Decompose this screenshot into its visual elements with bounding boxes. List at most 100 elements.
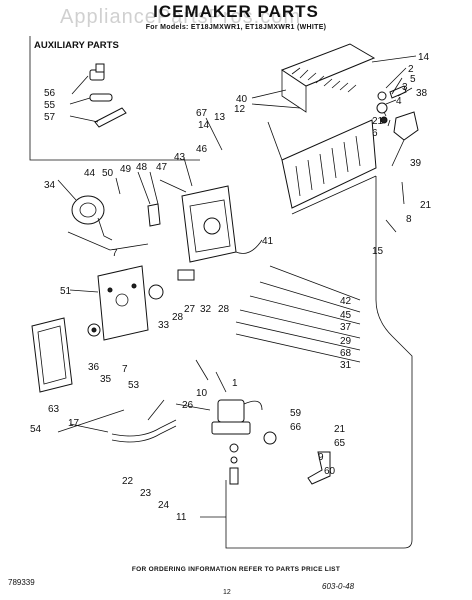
ice-mold-13 <box>281 119 377 209</box>
water-valve-10 <box>211 399 263 435</box>
callout-36: 36 <box>88 362 100 373</box>
leader-lines-left <box>57 75 211 433</box>
callout-12: 12 <box>234 104 246 115</box>
wire-route-7 <box>67 231 149 251</box>
callout-labels: 14 2 3 5 38 4 21 6 39 21 8 40 12 67 14 1… <box>30 52 432 523</box>
front-cover-54 <box>31 317 73 393</box>
callout-9: 9 <box>318 452 324 463</box>
callout-21c: 21 <box>334 424 346 435</box>
callout-65: 65 <box>334 438 346 449</box>
callout-46: 46 <box>196 144 208 155</box>
ordering-footer: FOR ORDERING INFORMATION REFER TO PARTS … <box>131 566 341 573</box>
callout-34: 34 <box>44 180 56 191</box>
callout-14a: 14 <box>418 52 430 63</box>
auxiliary-fitting-56 <box>89 63 105 81</box>
callout-33: 33 <box>158 320 170 331</box>
callout-1: 1 <box>232 378 238 389</box>
callout-57: 57 <box>44 112 56 123</box>
callout-59: 59 <box>290 408 302 419</box>
water-line-11 <box>225 176 413 549</box>
callout-39: 39 <box>410 158 422 169</box>
callout-37: 37 <box>340 322 352 333</box>
callout-14b: 14 <box>198 120 210 131</box>
callout-8: 8 <box>406 214 412 225</box>
mold-heater-15 <box>291 175 377 215</box>
callout-47: 47 <box>156 162 168 173</box>
callout-49: 49 <box>120 164 132 175</box>
fastener-cluster <box>376 85 407 124</box>
callout-29: 29 <box>340 336 352 347</box>
callout-48: 48 <box>136 162 148 173</box>
fitting-24 <box>229 467 239 485</box>
compression-nut-59 <box>263 431 277 445</box>
leader-lines-right <box>371 55 417 233</box>
gear-hub-35 <box>91 327 97 333</box>
handwritten-note: 603-0-48 <box>322 582 355 591</box>
auxiliary-tube-57 <box>94 107 127 128</box>
callout-15: 15 <box>372 246 384 257</box>
callout-42: 42 <box>340 296 352 307</box>
callout-11: 11 <box>176 512 187 523</box>
callout-63: 63 <box>48 404 60 415</box>
control-housing <box>181 185 263 263</box>
callout-32: 32 <box>200 304 212 315</box>
callout-31: 31 <box>340 360 352 371</box>
model-subtitle: For Models: ET18JMXWR1, ET18JMXWR1 (WHIT… <box>145 24 327 31</box>
callout-3: 3 <box>402 82 408 93</box>
callout-60: 60 <box>324 466 336 477</box>
leader-lines-center <box>195 89 361 393</box>
callout-28b: 28 <box>218 304 230 315</box>
callout-41: 41 <box>262 236 274 247</box>
bracket-48 <box>147 203 161 227</box>
fitting-22 <box>229 443 239 453</box>
callout-68: 68 <box>340 348 352 359</box>
auxiliary-parts-heading: AUXILIARY PARTS <box>34 40 119 51</box>
motor-34 <box>71 195 113 241</box>
callout-13: 13 <box>214 112 226 123</box>
callout-45: 45 <box>340 310 352 321</box>
ice-stripper-40 <box>280 43 376 113</box>
auxiliary-box-border <box>29 36 200 161</box>
switch-27 <box>177 269 195 281</box>
fitting-23 <box>230 456 238 464</box>
callout-56: 56 <box>44 88 56 99</box>
drawing-code: 789339 <box>8 578 35 587</box>
callout-44: 44 <box>84 168 96 179</box>
callout-2: 2 <box>408 64 414 75</box>
callout-40: 40 <box>236 94 248 105</box>
timing-cam-33 <box>148 284 164 300</box>
callout-21a: 21 <box>372 116 384 127</box>
callout-38: 38 <box>416 88 428 99</box>
callout-27: 27 <box>184 304 196 315</box>
callout-6: 6 <box>372 128 378 139</box>
diagram-title: ICEMAKER PARTS <box>153 2 319 21</box>
callout-7b: 7 <box>122 364 128 375</box>
callout-5: 5 <box>410 74 416 85</box>
callout-17: 17 <box>68 418 80 429</box>
page-number: 12 <box>223 589 231 596</box>
callout-21b: 21 <box>420 200 432 211</box>
callout-43: 43 <box>174 152 186 163</box>
callout-51: 51 <box>60 286 72 297</box>
callout-66: 66 <box>290 422 302 433</box>
callout-4: 4 <box>396 96 402 107</box>
callout-53: 53 <box>128 380 140 391</box>
wire-harness-17 <box>111 419 177 437</box>
callout-55: 55 <box>44 100 56 111</box>
auxiliary-sleeve-55 <box>89 93 113 102</box>
callout-26: 26 <box>182 400 194 411</box>
callout-67: 67 <box>196 108 208 119</box>
mounting-plate-51 <box>97 265 149 341</box>
callout-28a: 28 <box>172 312 184 323</box>
callout-23: 23 <box>140 488 152 499</box>
watermark: AppliancePartsPros.com <box>60 6 301 28</box>
elbow-fitting-9 <box>307 451 331 485</box>
callout-35: 35 <box>100 374 112 385</box>
callout-7a: 7 <box>112 248 118 259</box>
callout-22: 22 <box>122 476 134 487</box>
callout-10: 10 <box>196 388 208 399</box>
callout-24: 24 <box>158 500 170 511</box>
callout-54: 54 <box>30 424 42 435</box>
